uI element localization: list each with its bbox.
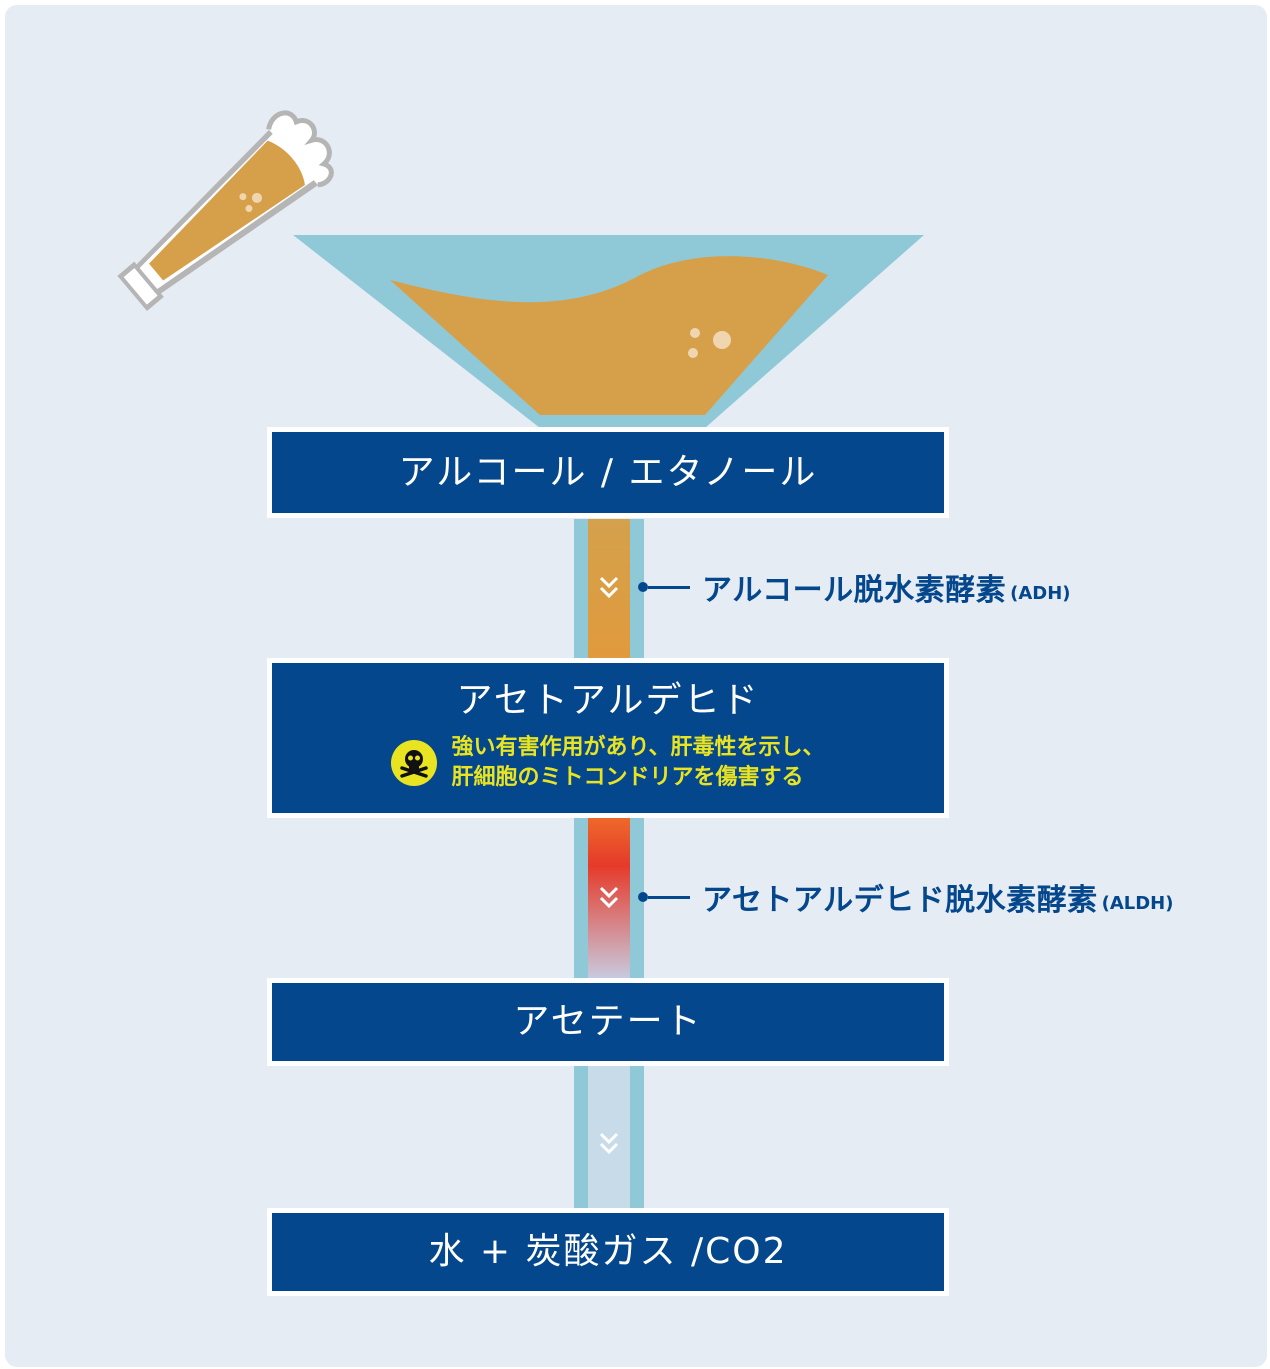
- chevron-down-icon: [599, 576, 619, 599]
- enzyme-aldh-abbr: (ALDH): [1101, 892, 1174, 914]
- beer-foam: [266, 110, 334, 188]
- connector-line: [648, 585, 690, 589]
- stage-acetaldehyde-label: アセトアルデヒド: [456, 680, 760, 721]
- stage-ethanol-box: アルコール / エタノール: [267, 427, 949, 518]
- beer-glass-icon: [117, 110, 334, 312]
- warning-line-1: 強い有害作用があり、肝毒性を示し、: [451, 735, 825, 760]
- tube-adh: [574, 519, 644, 659]
- skull-crossbones-icon: [391, 740, 438, 786]
- enzyme-adh-abbr: (ADH): [1010, 582, 1071, 604]
- tube-aldh: [574, 817, 644, 979]
- connector-dot: [638, 892, 648, 902]
- stage-ethanol-label: アルコール / エタノール: [398, 451, 818, 493]
- stage-final-box: 水 + 炭酸ガス /CO2: [267, 1208, 949, 1296]
- chevron-down-icon: [599, 1132, 619, 1155]
- warning-line-2: 肝細胞のミトコンドリアを傷害する: [451, 765, 804, 790]
- tube-acetate: [574, 1065, 644, 1209]
- funnel-beer: [390, 256, 828, 415]
- stage-acetaldehyde-box: アセトアルデヒド 強い有害作用があり、肝毒性を示し、 肝細胞のミトコンドリアを傷…: [267, 658, 949, 818]
- funnel: [293, 235, 924, 428]
- enzyme-adh-name: アルコール脱水素酵素: [702, 573, 1007, 608]
- toxicity-warning: 強い有害作用があり、肝毒性を示し、 肝細胞のミトコンドリアを傷害する: [391, 733, 825, 793]
- enzyme-aldh: アセトアルデヒド脱水素酵素 (ALDH): [638, 875, 1173, 919]
- connector-line: [648, 895, 690, 899]
- connector-dot: [638, 582, 648, 592]
- chevron-down-icon: [599, 886, 619, 909]
- enzyme-adh: アルコール脱水素酵素 (ADH): [638, 565, 1071, 609]
- stage-acetate-box: アセテート: [267, 978, 949, 1066]
- warning-text: 強い有害作用があり、肝毒性を示し、 肝細胞のミトコンドリアを傷害する: [451, 733, 824, 793]
- stage-final-label: 水 + 炭酸ガス /CO2: [428, 1231, 788, 1272]
- stage-acetate-label: アセテート: [513, 1001, 703, 1042]
- enzyme-aldh-name: アセトアルデヒド脱水素酵素: [702, 883, 1098, 918]
